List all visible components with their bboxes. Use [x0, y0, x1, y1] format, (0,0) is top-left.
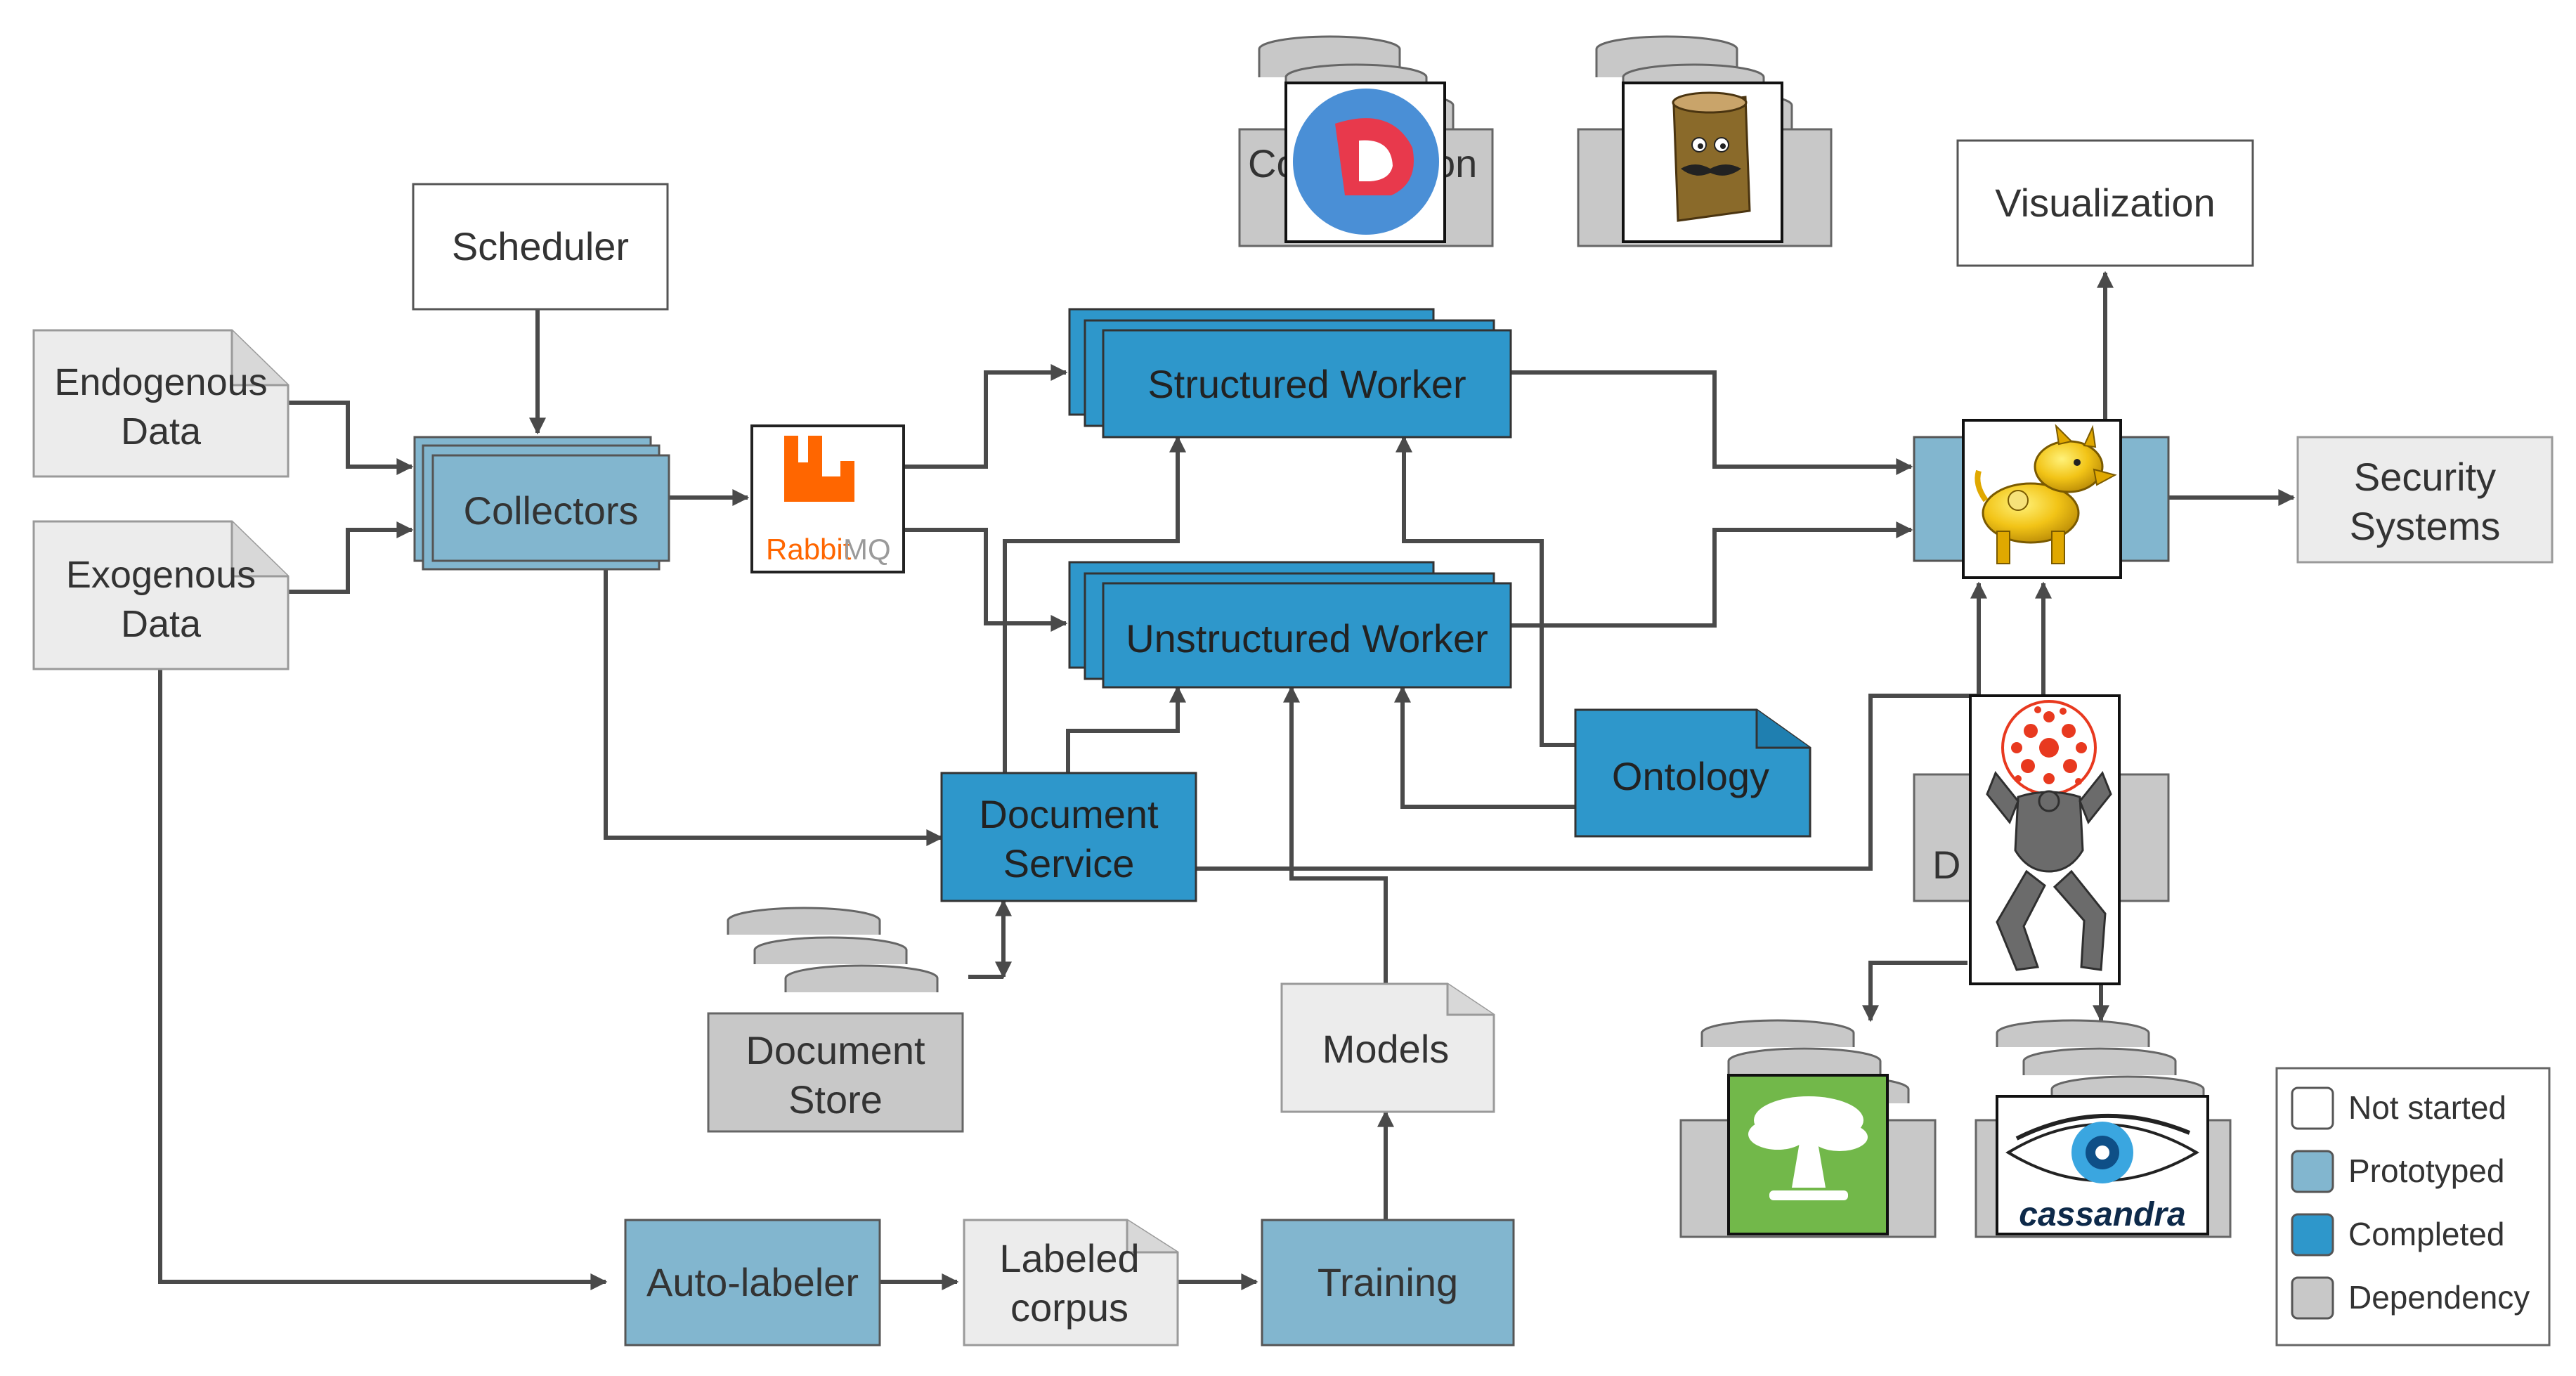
visualization-label: Visualization: [1995, 181, 2215, 225]
ontology-label: Ontology: [1612, 754, 1769, 798]
graph-database-label-left: D: [1932, 843, 1960, 887]
edge-rabbitmq-unstructured: [904, 528, 1068, 632]
cassandra-store-node: cassandra: [1975, 1019, 2232, 1238]
legend-label: Completed: [2348, 1216, 2504, 1252]
edge-models-unstructured: [1283, 685, 1388, 984]
models-node: Models: [1280, 982, 1495, 1113]
visualization-node: Visualization: [1956, 139, 2254, 267]
security-systems-label-line1: Security: [2354, 455, 2496, 499]
edge-exogenous-autolabeler: [158, 669, 608, 1290]
unstructured-worker-label: Unstructured Worker: [1126, 616, 1488, 661]
exogenous-data-node: Exogenous Data: [32, 520, 290, 670]
auto-labeler-node: Auto-labeler: [624, 1219, 881, 1346]
document-store-label-line1: Document: [746, 1028, 925, 1072]
structured-worker-label: Structured Worker: [1147, 362, 1466, 406]
unstructured-worker-node: Unstructured Worker: [1068, 561, 1512, 689]
titan-logo-icon: [1986, 700, 2112, 971]
rabbitmq-label-main: Rabbit: [766, 533, 852, 566]
auto-labeler-label: Auto-labeler: [646, 1260, 859, 1304]
edge-endogenous-collectors: [288, 401, 414, 475]
structured-worker-node: Structured Worker: [1068, 308, 1512, 439]
edge-collectors-docservice: [604, 561, 944, 846]
legend-swatch: [2291, 1276, 2334, 1320]
scheduler-label: Scheduler: [452, 224, 629, 268]
legend-item: Prototyped: [2291, 1150, 2504, 1193]
edges: [158, 271, 2296, 1290]
document-service-label-line1: Document: [979, 792, 1159, 836]
security-systems-label-line2: Systems: [2350, 504, 2501, 548]
endogenous-data-node: Endogenous Data: [32, 329, 290, 478]
endogenous-data-label-line2: Data: [121, 410, 202, 453]
bonsai-tree-icon: [1748, 1096, 1868, 1200]
redis-logo-icon: [1293, 89, 1439, 235]
labeled-corpus-label-line1: Labeled: [999, 1236, 1139, 1280]
edge-rabbitmq-structured: [904, 364, 1068, 469]
ontology-node: Ontology: [1574, 708, 1811, 838]
exogenous-data-label-line2: Data: [121, 603, 202, 645]
document-store-node: Document Store: [707, 907, 964, 1133]
legend-label: Not started: [2348, 1089, 2506, 1126]
training-node: Training: [1261, 1219, 1515, 1346]
logstash-logo-icon: [1672, 91, 1751, 222]
edge-exogenous-collectors: [288, 521, 414, 594]
endogenous-data-label-line1: Endogenous: [54, 361, 267, 403]
graph-database-node: D e: [1913, 694, 2170, 985]
document-service-node: Document Service: [940, 772, 1197, 902]
robot-dog-logo-icon: [1975, 424, 2117, 564]
document-store-label-line2: Store: [788, 1077, 883, 1122]
edge-unstructured-dingo: [1511, 521, 1913, 628]
edge-docservice-unstructured: [1066, 685, 1186, 773]
log-db-node: [1577, 35, 1833, 247]
edge-docservice-titan: [1196, 694, 1979, 871]
legend-swatch: [2291, 1213, 2334, 1257]
legend-label: Prototyped: [2348, 1153, 2504, 1189]
edge-ontology-structured: [1396, 435, 1575, 747]
legend-swatch: [2291, 1086, 2334, 1130]
edge-titan-accumulo-b: [1862, 961, 1967, 1023]
exogenous-data-label-line1: Exogenous: [66, 554, 256, 596]
legend-item: Not started: [2291, 1086, 2506, 1130]
security-systems-node: Security Systems: [2296, 436, 2554, 564]
cassandra-eye-icon: [2005, 1113, 2199, 1183]
tree-store-node: [1679, 1019, 1937, 1238]
legend-item: Dependency: [2291, 1276, 2530, 1320]
collectors-label: Collectors: [464, 488, 639, 533]
training-label: Training: [1318, 1260, 1458, 1304]
labeled-corpus-label-line2: corpus: [1010, 1285, 1128, 1330]
document-service-label-line2: Service: [1003, 841, 1135, 885]
labeled-corpus-node: Labeled corpus: [963, 1219, 1179, 1346]
edge-structured-dingo: [1511, 370, 1913, 475]
analytics-hub-node: [1913, 419, 2170, 579]
edge-ontology-unstructured: [1394, 685, 1575, 809]
rabbitmq-label-suffix: MQ: [843, 533, 891, 566]
scheduler-node: Scheduler: [412, 183, 669, 311]
collectors-node: Collectors: [413, 436, 670, 571]
rabbitmq-node: Rabbit MQ: [750, 424, 905, 573]
edge-docservice-structured: [1003, 435, 1186, 773]
legend-item: Completed: [2291, 1213, 2504, 1257]
config-db-node: Co on: [1238, 35, 1494, 247]
cassandra-label: cassandra: [2019, 1196, 2186, 1233]
legend-swatch: [2291, 1150, 2334, 1193]
rabbitmq-icon: [784, 436, 854, 502]
models-label: Models: [1322, 1027, 1450, 1071]
legend-label: Dependency: [2348, 1279, 2530, 1316]
